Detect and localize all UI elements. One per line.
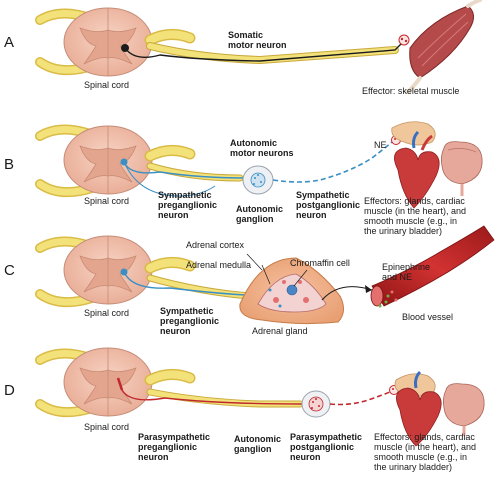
spinal-cord-b [35, 124, 196, 198]
panel-a-letter: A [4, 34, 15, 51]
somatic-nerve-a [124, 39, 406, 65]
panel-c-art [35, 225, 495, 325]
autonomic-motor-neurons-header: Autonomic motor neurons [230, 138, 294, 158]
ne-label-b: NE [374, 140, 387, 150]
sympathetic-nerve-c [123, 271, 263, 300]
parasympathetic-nerve-d [121, 388, 304, 408]
panel-d-letter: D [4, 382, 15, 399]
spinal-cord-c [35, 235, 196, 308]
autonomic-ganglion-b [242, 165, 274, 195]
panel-d-art [35, 347, 485, 447]
epinephrine-ne-label: Epinephrine and NE [382, 262, 431, 282]
effectors-label-d: Effectors: glands, cardiac muscle (in th… [374, 432, 477, 472]
sympathetic-nerve-b [123, 161, 246, 197]
panel-b-letter: B [4, 156, 15, 173]
skeletal-muscle-a [406, 0, 482, 94]
spinal-cord-a [35, 7, 196, 77]
parasympathetic-preganglionic-label: Parasympathetic preganglionic neuron [138, 432, 211, 462]
autonomic-ganglion-label-b: Autonomic ganglion [236, 204, 283, 224]
blood-vessel-c [370, 225, 495, 308]
somatic-neuron-label: Somatic motor neuron [228, 30, 287, 50]
adrenal-gland-label: Adrenal gland [252, 326, 308, 336]
autonomic-ganglion-d [301, 390, 331, 418]
adrenal-medulla-label: Adrenal medulla [186, 260, 252, 270]
neuromuscular-junction-a [398, 34, 410, 46]
sympathetic-preganglionic-label-c: Sympathetic preganglionic neuron [160, 306, 220, 336]
parasympathetic-postganglionic-label: Parasympathetic postganglionic neuron [290, 432, 363, 462]
sympathetic-preganglionic-label-b: Sympathetic preganglionic neuron [158, 190, 218, 220]
spinal-cord-label-a: Spinal cord [84, 80, 130, 90]
blood-vessel-label: Blood vessel [402, 312, 454, 322]
adrenal-cortex-label: Adrenal cortex [186, 240, 245, 250]
effectors-label-b: Effectors: glands, cardiac muscle (in th… [364, 196, 467, 236]
secretion-arrow-c [321, 285, 373, 301]
effector-label-a: Effector: skeletal muscle [362, 86, 460, 96]
leader-lines-c [246, 253, 308, 287]
spinal-cord-label-c: Spinal cord [84, 308, 130, 318]
panel-a-art [35, 0, 482, 94]
autonomic-ganglion-label-d: Autonomic ganglion [234, 434, 281, 454]
spinal-cord-label-d: Spinal cord [84, 422, 130, 432]
effector-organs-b [391, 121, 483, 209]
panel-c-letter: C [4, 262, 15, 279]
spinal-cord-label-b: Spinal cord [84, 196, 130, 206]
spinal-cord-d [35, 347, 196, 418]
chromaffin-cell-label: Chromaffin cell [290, 258, 350, 268]
postganglionic-axon-d [329, 385, 399, 406]
sympathetic-postganglionic-label-b: Sympathetic postganglionic neuron [296, 190, 360, 220]
effector-organs-d [394, 370, 485, 447]
panel-b-art [35, 121, 483, 209]
